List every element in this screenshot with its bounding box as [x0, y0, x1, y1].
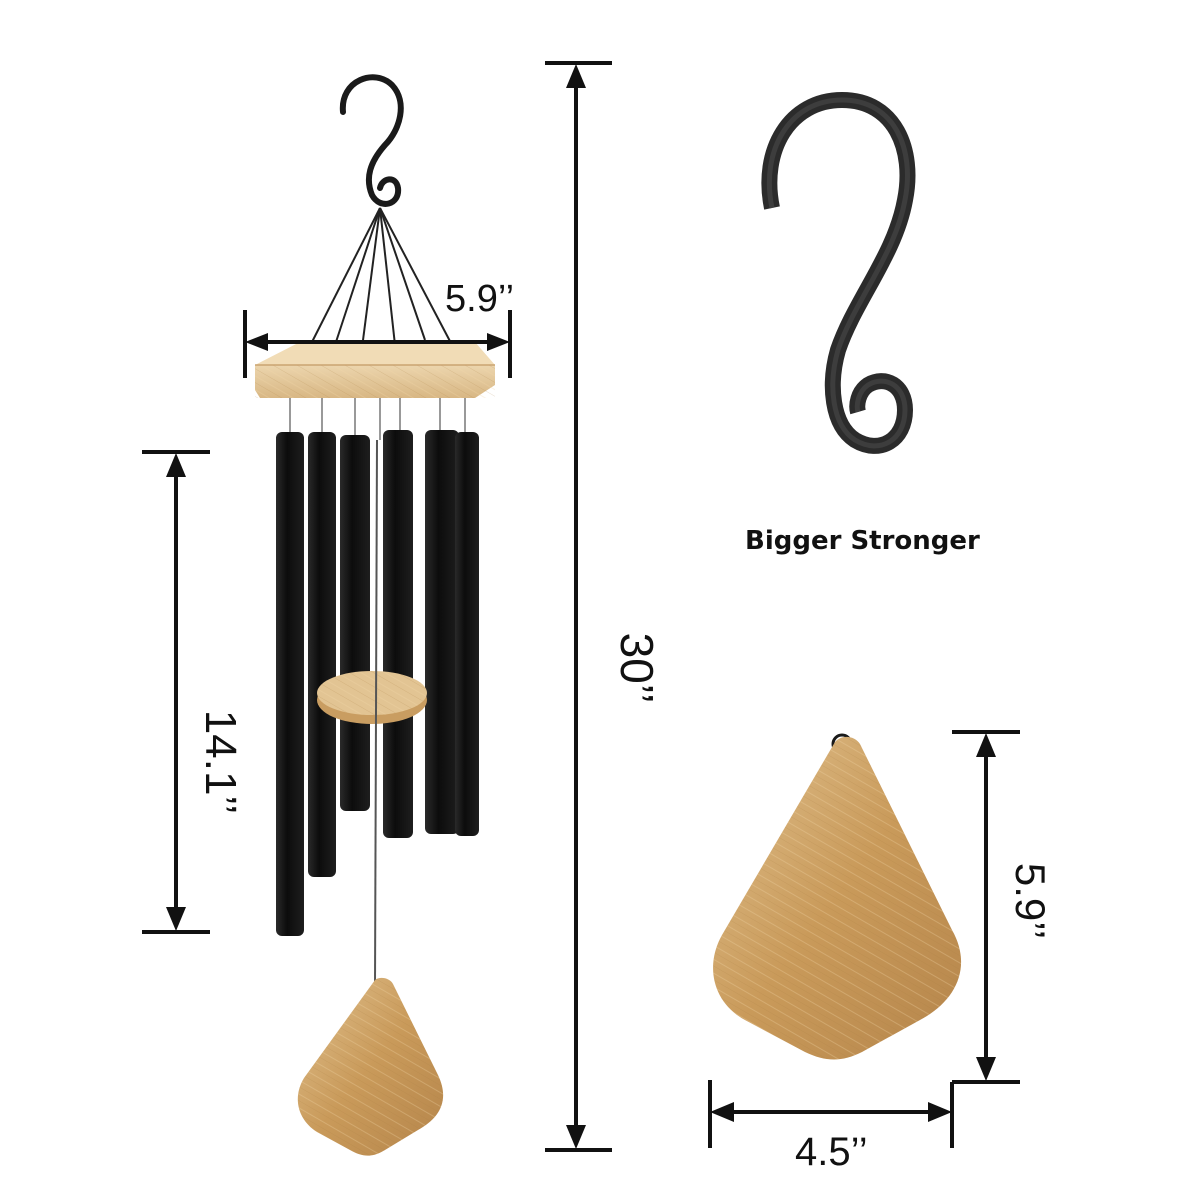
total-length-label: 30’’: [611, 632, 663, 704]
small-wind-sail: [297, 977, 444, 1156]
dimension-lines: [142, 61, 1020, 1152]
large-wind-sail: [713, 733, 962, 1060]
tube-2: [308, 432, 336, 877]
tube-6: [455, 432, 479, 836]
tube-1: [276, 432, 304, 936]
tube-5: [425, 430, 459, 834]
hook-caption: Bigger Stronger: [745, 526, 980, 556]
top-wood-platform: [255, 342, 495, 398]
striker-disc: [317, 671, 427, 724]
top-width-label: 5.9’’: [445, 278, 515, 320]
small-s-hook: [339, 74, 404, 207]
tube-length-label: 14.1’’: [196, 709, 245, 815]
sail-width-label: 4.5’’: [795, 1130, 868, 1174]
wind-chime: [255, 74, 495, 1156]
hanging-strings: [311, 207, 453, 349]
tube-3: [340, 435, 370, 811]
large-s-hook: [761, 91, 916, 454]
sail-height-label: 5.9’’: [1007, 862, 1054, 940]
tube-4: [383, 430, 413, 838]
